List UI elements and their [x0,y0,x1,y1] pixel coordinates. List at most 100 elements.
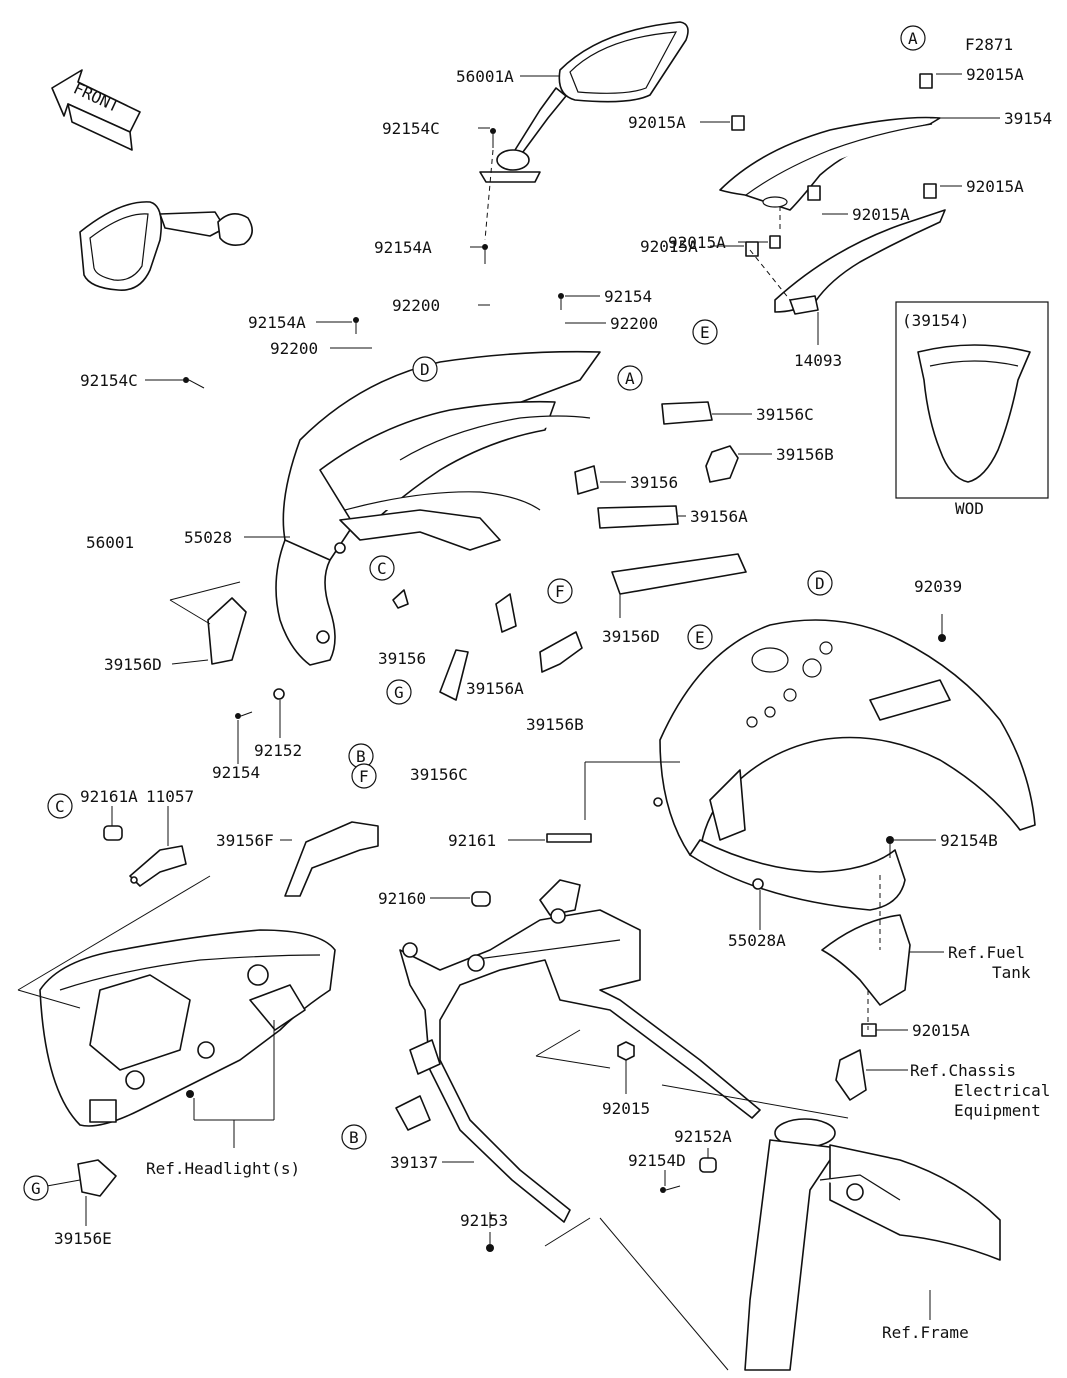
label-39156A-low: 39156A [466,679,524,698]
label-ref-chassis-2: Electrical [954,1081,1050,1100]
label-92015A-low: 92015A [912,1021,970,1040]
inset-note: WOD [955,499,984,518]
label-39156: 39156 [630,473,678,492]
mirror-left[interactable] [79,201,253,291]
label-92154A-mid: 92154A [374,238,432,257]
windshield-bracket[interactable] [774,209,946,315]
windshield[interactable] [719,116,941,211]
label-92200-right: 92200 [610,314,658,333]
label-14093: 14093 [794,351,842,370]
label-55028: 55028 [184,528,232,547]
front-arrow-icon: FRONT [51,69,141,151]
callout-F-cowl: F [555,582,565,601]
cowling-stay[interactable] [395,879,761,1223]
label-56001: 56001 [86,533,134,552]
label-ref-chassis-1: Ref.Chassis [910,1061,1016,1080]
label-92161A: 92161A [80,787,138,806]
duct-39156C-low[interactable] [439,649,469,701]
duct-39156B[interactable] [705,445,739,483]
label-92015A-l1: 92015A [628,113,686,132]
label-92200-mid: 92200 [392,296,440,315]
mirror-right[interactable] [479,21,689,183]
callout-A-top: A [908,29,918,48]
dashed-guides [484,149,881,1030]
label-92160: 92160 [378,889,426,908]
chassis-connector [835,1049,867,1101]
label-39154: 39154 [1004,109,1052,128]
label-39156D-left: 39156D [104,655,162,674]
duct-39156C[interactable] [661,401,713,425]
label-39156C-low: 39156C [410,765,468,784]
figure-code: F2871 [965,35,1013,54]
label-92161: 92161 [448,831,496,850]
duct-39156[interactable] [574,465,599,495]
duct-39156D-right[interactable] [611,553,747,595]
label-ref-fuel-2: Tank [992,963,1031,982]
leader-lines [17,73,1000,1371]
bracket-11057[interactable] [129,845,187,887]
label-92200-left: 92200 [270,339,318,358]
label-39156D-right: 39156D [602,627,660,646]
duct-39156F[interactable] [284,821,379,897]
label-92015: 92015 [602,1099,650,1118]
label-92152A: 92152A [674,1127,732,1146]
inset-box: (39154) WOD [895,301,1049,518]
callout-G-duct: G [31,1179,41,1198]
label-39156B-low: 39156B [526,715,584,734]
label-ref-fuel-1: Ref.Fuel [948,943,1025,962]
label-39156-low: 39156 [378,649,426,668]
label-92154C-left: 92154C [80,371,138,390]
label-92154A-left: 92154A [248,313,306,332]
callout-circles: A A B B C C D D E E F F G G [23,25,926,1201]
label-39156A: 39156A [690,507,748,526]
label-92015A-l3: 92015A [640,237,698,256]
duct-39156E[interactable] [77,1159,117,1197]
label-11057: 11057 [146,787,194,806]
duct-39156-low[interactable] [392,589,409,609]
inset-title: (39154) [902,311,969,330]
label-92154-mid: 92154 [604,287,652,306]
label-39156C: 39156C [756,405,814,424]
callout-D-cowl: D [420,360,430,379]
frame-ref [744,1118,1001,1371]
callout-C-bracket: C [55,797,65,816]
label-92154D: 92154D [628,1151,686,1170]
callout-A-cowl: A [625,369,635,388]
callout-F-duct: F [359,767,369,786]
label-92039: 92039 [914,577,962,596]
label-92154-low: 92154 [212,763,260,782]
inner-cowling[interactable] [653,619,1036,911]
fuel-tank-ref [821,914,911,1006]
part-labels: 56001A 92154C 92154A 92200 92154A 92200 … [54,65,1052,1342]
callout-G-cowl: G [394,683,404,702]
label-ref-headlight: Ref.Headlight(s) [146,1159,300,1178]
label-39137: 39137 [390,1153,438,1172]
label-92015A-r2: 92015A [852,205,910,224]
callout-E-inner: E [695,628,705,647]
label-55028A: 55028A [728,931,786,950]
callout-D-inner: D [815,574,825,593]
label-92015A-r1: 92015A [966,177,1024,196]
label-92015A-l2: 92015A [668,233,726,252]
callout-C-cowl: C [377,559,387,578]
label-92153: 92153 [460,1211,508,1230]
label-39156F: 39156F [216,831,274,850]
label-39156B: 39156B [776,445,834,464]
callout-E-cowl: E [700,323,710,342]
duct-39156D-left[interactable] [207,597,247,665]
headlight-assembly[interactable] [39,929,336,1127]
label-92154B: 92154B [940,831,998,850]
callout-B-cowl: B [356,747,366,766]
label-39156E: 39156E [54,1229,112,1248]
label-ref-frame: Ref.Frame [882,1323,969,1342]
label-92154C-top: 92154C [382,119,440,138]
label-56001A: 56001A [456,67,514,86]
upper-cowling[interactable] [275,350,601,666]
callout-B-stay: B [349,1128,359,1147]
label-92152: 92152 [254,741,302,760]
label-92015A-top: 92015A [966,65,1024,84]
duct-39156A-low[interactable] [495,593,517,633]
duct-39156A[interactable] [597,505,679,529]
duct-39156B-low[interactable] [539,631,583,673]
